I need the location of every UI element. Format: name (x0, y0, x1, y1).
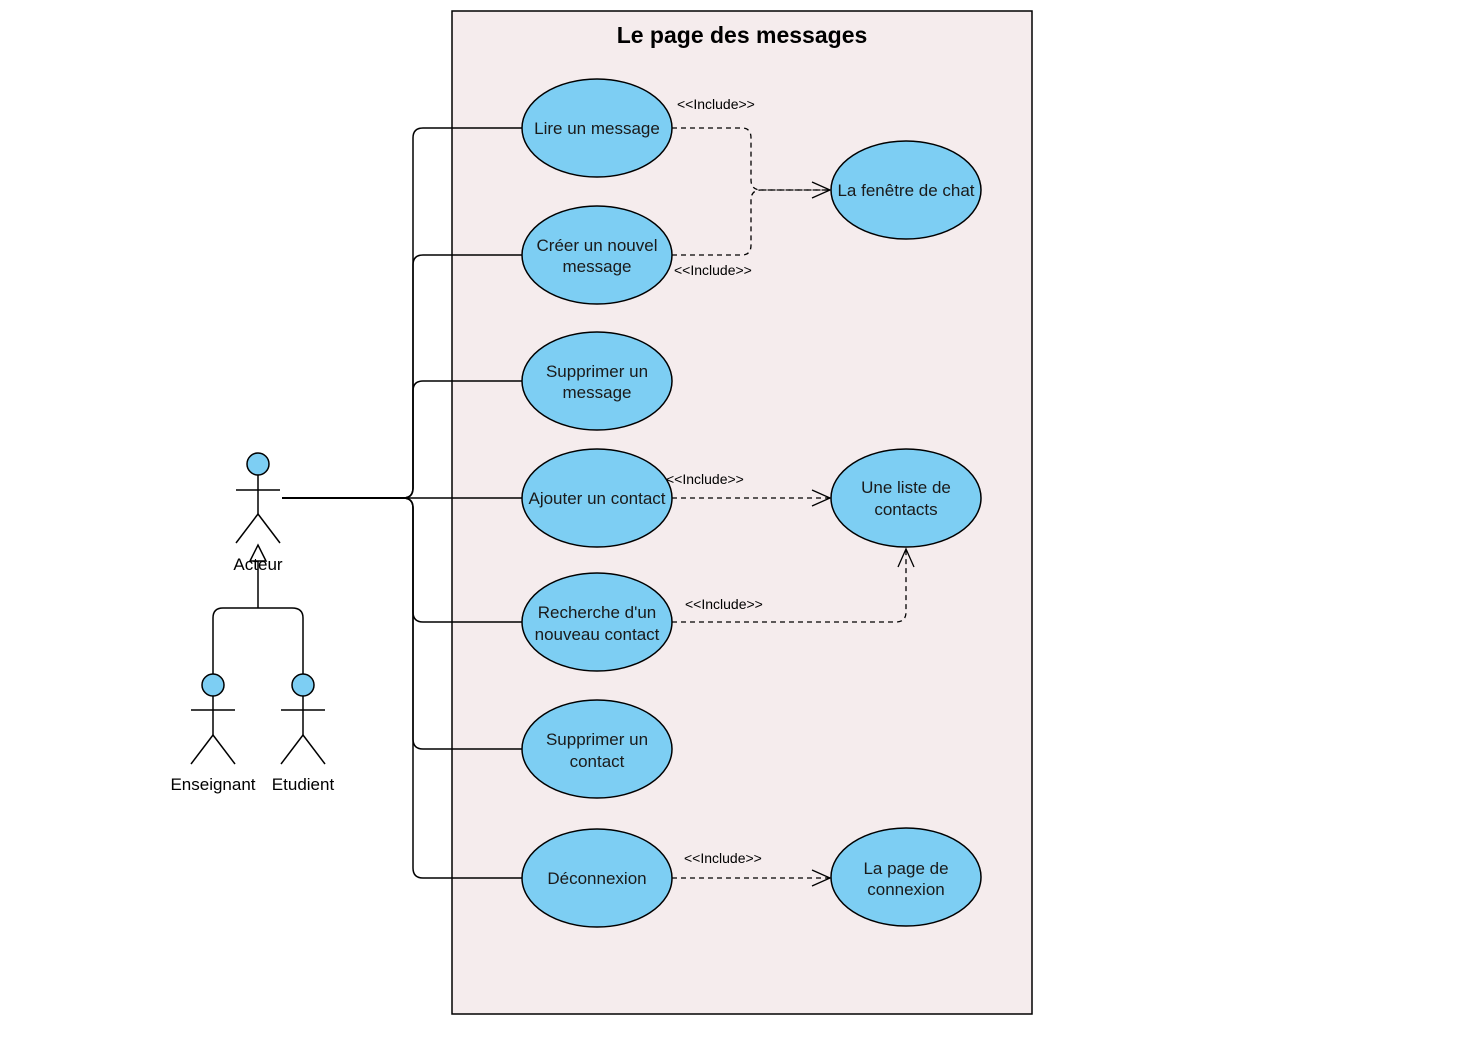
use-case-ajouter-contact[interactable]: Ajouter un contact (521, 448, 673, 548)
use-case-supprimer-message[interactable]: Supprimer un message (521, 331, 673, 431)
use-case-liste-contacts[interactable]: Une liste de contacts (830, 448, 982, 548)
association-deconnexion (282, 497, 522, 879)
use-case-label: Créer un nouvel (537, 236, 658, 255)
use-case-deconnexion[interactable]: Déconnexion (521, 828, 673, 928)
actor-acteur[interactable]: Acteur (233, 452, 283, 574)
include-label: <<Include>> (684, 850, 762, 866)
include-label: <<Include>> (674, 262, 752, 278)
actor-enseignant[interactable]: Enseignant (170, 673, 256, 794)
actor-label: Acteur (233, 555, 282, 574)
use-case-label: message (563, 383, 632, 402)
use-case-recherche-contact[interactable]: Recherche d'un nouveau contact (521, 572, 673, 672)
use-case-lire-message[interactable]: Lire un message (521, 78, 673, 178)
generalization-triangle (248, 543, 268, 562)
actor-label: Etudient (272, 775, 335, 794)
use-case-fenetre-chat[interactable]: La fenêtre de chat (830, 140, 982, 240)
use-case-label: connexion (867, 880, 945, 899)
system-title: Le page des messages (617, 22, 868, 48)
include-arrowhead (811, 181, 832, 199)
include-creer-chat (672, 189, 830, 256)
generalization-line (212, 607, 304, 674)
include-arrowhead (811, 489, 832, 507)
use-case-label: contacts (874, 500, 937, 519)
include-label: <<Include>> (666, 471, 744, 487)
use-case-label: La fenêtre de chat (837, 181, 974, 200)
use-case-label: Une liste de (861, 478, 951, 497)
include-arrowhead (811, 869, 832, 887)
include-lire-chat (672, 127, 830, 191)
actor-etudient[interactable]: Etudient (272, 673, 335, 794)
use-case-label: Déconnexion (547, 869, 646, 888)
use-case-creer-message[interactable]: Créer un nouvel message (521, 205, 673, 305)
use-case-page-connexion[interactable]: La page de connexion (830, 827, 982, 927)
use-case-label: Supprimer un (546, 362, 648, 381)
include-arrowhead (897, 547, 915, 568)
use-case-label: message (563, 257, 632, 276)
use-case-label: Supprimer un (546, 730, 648, 749)
use-case-label: La page de (863, 859, 948, 878)
use-case-label: contact (570, 752, 625, 771)
use-case-label: Recherche d'un (538, 603, 657, 622)
use-case-label: Lire un message (534, 119, 660, 138)
actor-label: Enseignant (170, 775, 255, 794)
include-label: <<Include>> (677, 96, 755, 112)
use-case-label: Ajouter un contact (528, 489, 665, 508)
include-label: <<Include>> (685, 596, 763, 612)
use-case-supprimer-contact[interactable]: Supprimer un contact (521, 699, 673, 799)
generalization (212, 543, 304, 674)
use-case-label: nouveau contact (535, 625, 660, 644)
associations (282, 127, 522, 879)
include-relations (672, 127, 915, 887)
